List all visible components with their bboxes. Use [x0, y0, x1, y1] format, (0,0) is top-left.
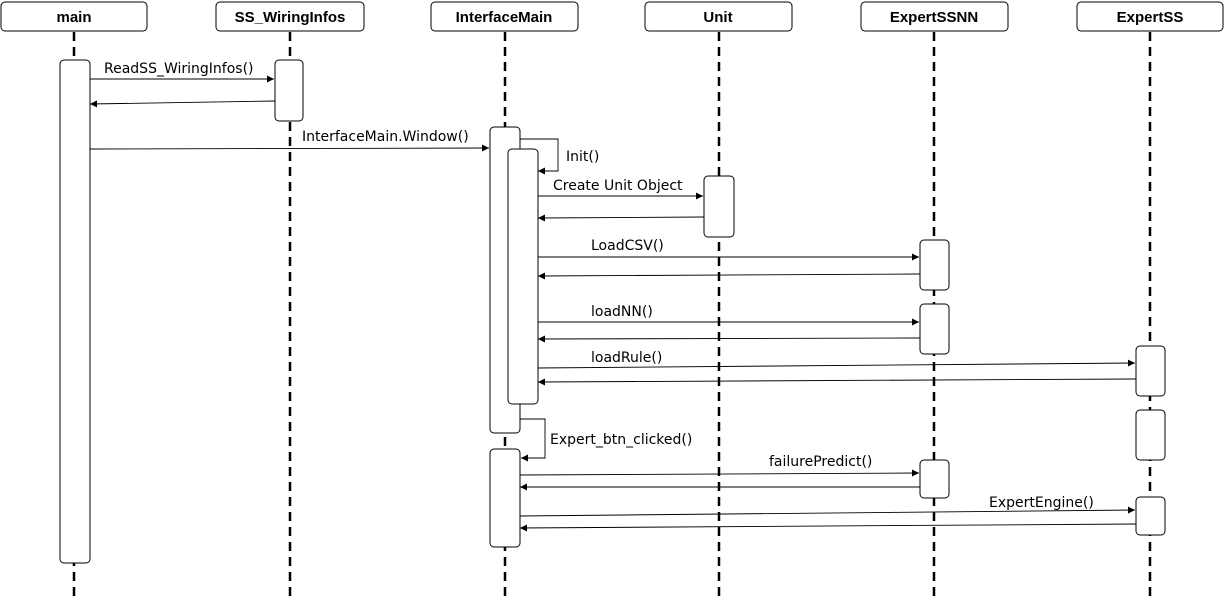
activation-bars [59, 59, 1166, 564]
message-arrow-expert-engine [519, 506, 1136, 517]
message-label-load-csv: LoadCSV() [591, 238, 664, 254]
lifeline-header-unit: Unit [644, 1, 793, 32]
message-label-interfacemain-window: InterfaceMain.Window() [302, 129, 469, 145]
return-arrow-read-ss-wiringinfos [89, 100, 276, 108]
activation-expertssnn-failurepredict [919, 459, 950, 499]
message-label-create-unit-object: Create Unit Object [553, 178, 683, 194]
messages: ReadSS_WiringInfos() InterfaceMain.Windo… [89, 61, 1137, 532]
activation-expertss-loadrule [1135, 345, 1166, 397]
lifeline-title-expertssnn: ExpertSSNN [890, 9, 978, 26]
message-label-expert-engine: ExpertEngine() [989, 495, 1094, 511]
activation-expertss-idle [1135, 409, 1166, 461]
lifeline-title-main: main [56, 9, 91, 26]
lifeline-header-ss-wiringinfos: SS_WiringInfos [215, 1, 365, 32]
lifeline-title-ss-wiringinfos: SS_WiringInfos [235, 9, 346, 26]
message-arrow-expert-btn-clicked [520, 418, 546, 462]
message-label-expert-btn-clicked: Expert_btn_clicked() [550, 432, 692, 448]
message-arrow-interfacemain-window [89, 144, 490, 152]
activation-ss-wiringinfos [274, 59, 304, 122]
message-arrow-load-rule [537, 359, 1136, 369]
activation-interfacemain-expert-btn [489, 448, 521, 548]
message-label-failure-predict: failurePredict() [769, 454, 872, 470]
lifeline-title-interfacemain: InterfaceMain [456, 9, 553, 26]
return-arrow-expert-engine [519, 523, 1137, 532]
activation-expertssnn-loadnn [919, 303, 950, 355]
message-arrow-failure-predict [519, 469, 920, 477]
message-label-load-nn: loadNN() [591, 304, 653, 320]
message-label-read-ss-wiringinfos: ReadSS_WiringInfos() [104, 61, 254, 77]
activation-unit [703, 175, 735, 238]
message-label-init: Init() [566, 149, 599, 165]
lifeline-header-interfacemain: InterfaceMain [430, 1, 579, 32]
message-arrow-init [520, 138, 559, 175]
lifeline-header-main: main [0, 1, 148, 32]
activation-expertssnn-loadcsv [919, 239, 950, 291]
lifeline-header-expertssnn: ExpertSSNN [860, 1, 1009, 32]
activation-interfacemain-init [507, 148, 539, 405]
lifeline-title-unit: Unit [703, 9, 732, 26]
lifeline-title-expertss: ExpertSS [1117, 9, 1184, 26]
return-arrow-load-nn [537, 335, 921, 343]
activation-main [59, 59, 91, 564]
message-label-load-rule: loadRule() [591, 350, 662, 366]
return-arrow-create-unit-object [537, 214, 705, 222]
activation-expertss-expertengine [1135, 496, 1166, 536]
lifeline-header-expertss: ExpertSS [1076, 1, 1224, 32]
return-arrow-load-csv [537, 272, 921, 280]
return-arrow-load-rule [537, 378, 1137, 386]
